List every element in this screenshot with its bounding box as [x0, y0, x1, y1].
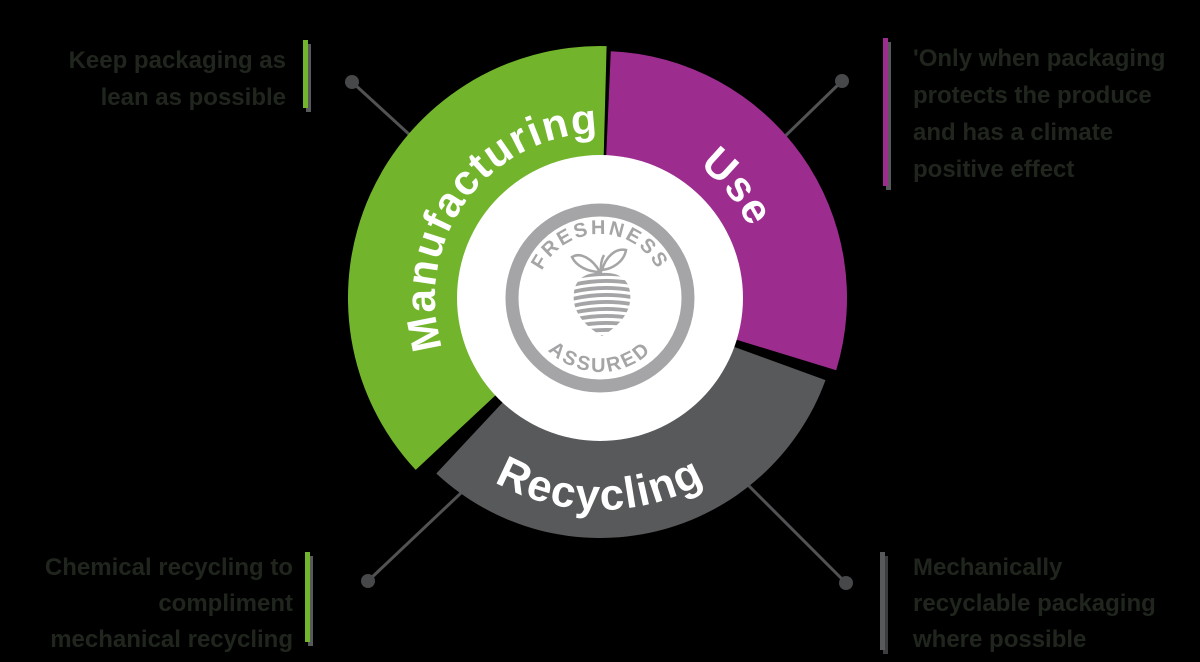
accent-bar-bottom-right	[880, 552, 885, 650]
annotation-bottom-right-line2: recyclable packaging	[913, 590, 1156, 617]
annotation-top-left-line2: lean as possible	[100, 84, 286, 111]
accent-bar-top-right	[883, 38, 888, 186]
strawberry-leaves	[570, 248, 628, 274]
connector-dot-top-right	[835, 74, 849, 88]
annotation-top-left-line1: Keep packaging as	[68, 47, 286, 74]
connector-dot-top-left	[345, 75, 359, 89]
badge-ring	[505, 203, 695, 393]
annotation-bottom-left: Chemical recycling to compliment mechani…	[45, 550, 293, 658]
annotation-bottom-right-line3: where possible	[913, 626, 1087, 653]
connector-dot-bottom-right	[839, 576, 853, 590]
center-disc	[457, 155, 743, 441]
segment-use	[606, 51, 847, 371]
annotation-top-right-line4: positive effect	[913, 156, 1075, 183]
connector-line-bottom-right	[743, 480, 848, 585]
annotation-bottom-left-line3: mechanical recycling	[50, 626, 293, 653]
annotation-bottom-right: Mechanically recyclable packaging where …	[913, 550, 1156, 658]
segment-manufacturing	[347, 46, 607, 470]
annotation-bottom-left-line1: Chemical recycling to	[44, 554, 293, 581]
segment-recycling	[436, 346, 826, 538]
annotation-top-right-line2: protects the produce	[913, 82, 1152, 109]
connector-dot-bottom-left	[361, 574, 375, 588]
annotation-top-left: Keep packaging as lean as possible	[69, 42, 286, 116]
annotation-bottom-right-line1: Mechanically	[913, 554, 1063, 581]
annotation-bottom-left-line2: compliment	[158, 590, 293, 617]
accent-bar-top-left	[303, 40, 308, 108]
annotation-top-right-line3: and has a climate	[913, 119, 1114, 146]
connector-dots	[345, 74, 853, 590]
annotation-top-right-line1: 'Only when packaging	[913, 45, 1166, 72]
annotation-top-right: 'Only when packaging protects the produc…	[913, 40, 1165, 188]
accent-bar-bottom-left	[305, 552, 310, 642]
